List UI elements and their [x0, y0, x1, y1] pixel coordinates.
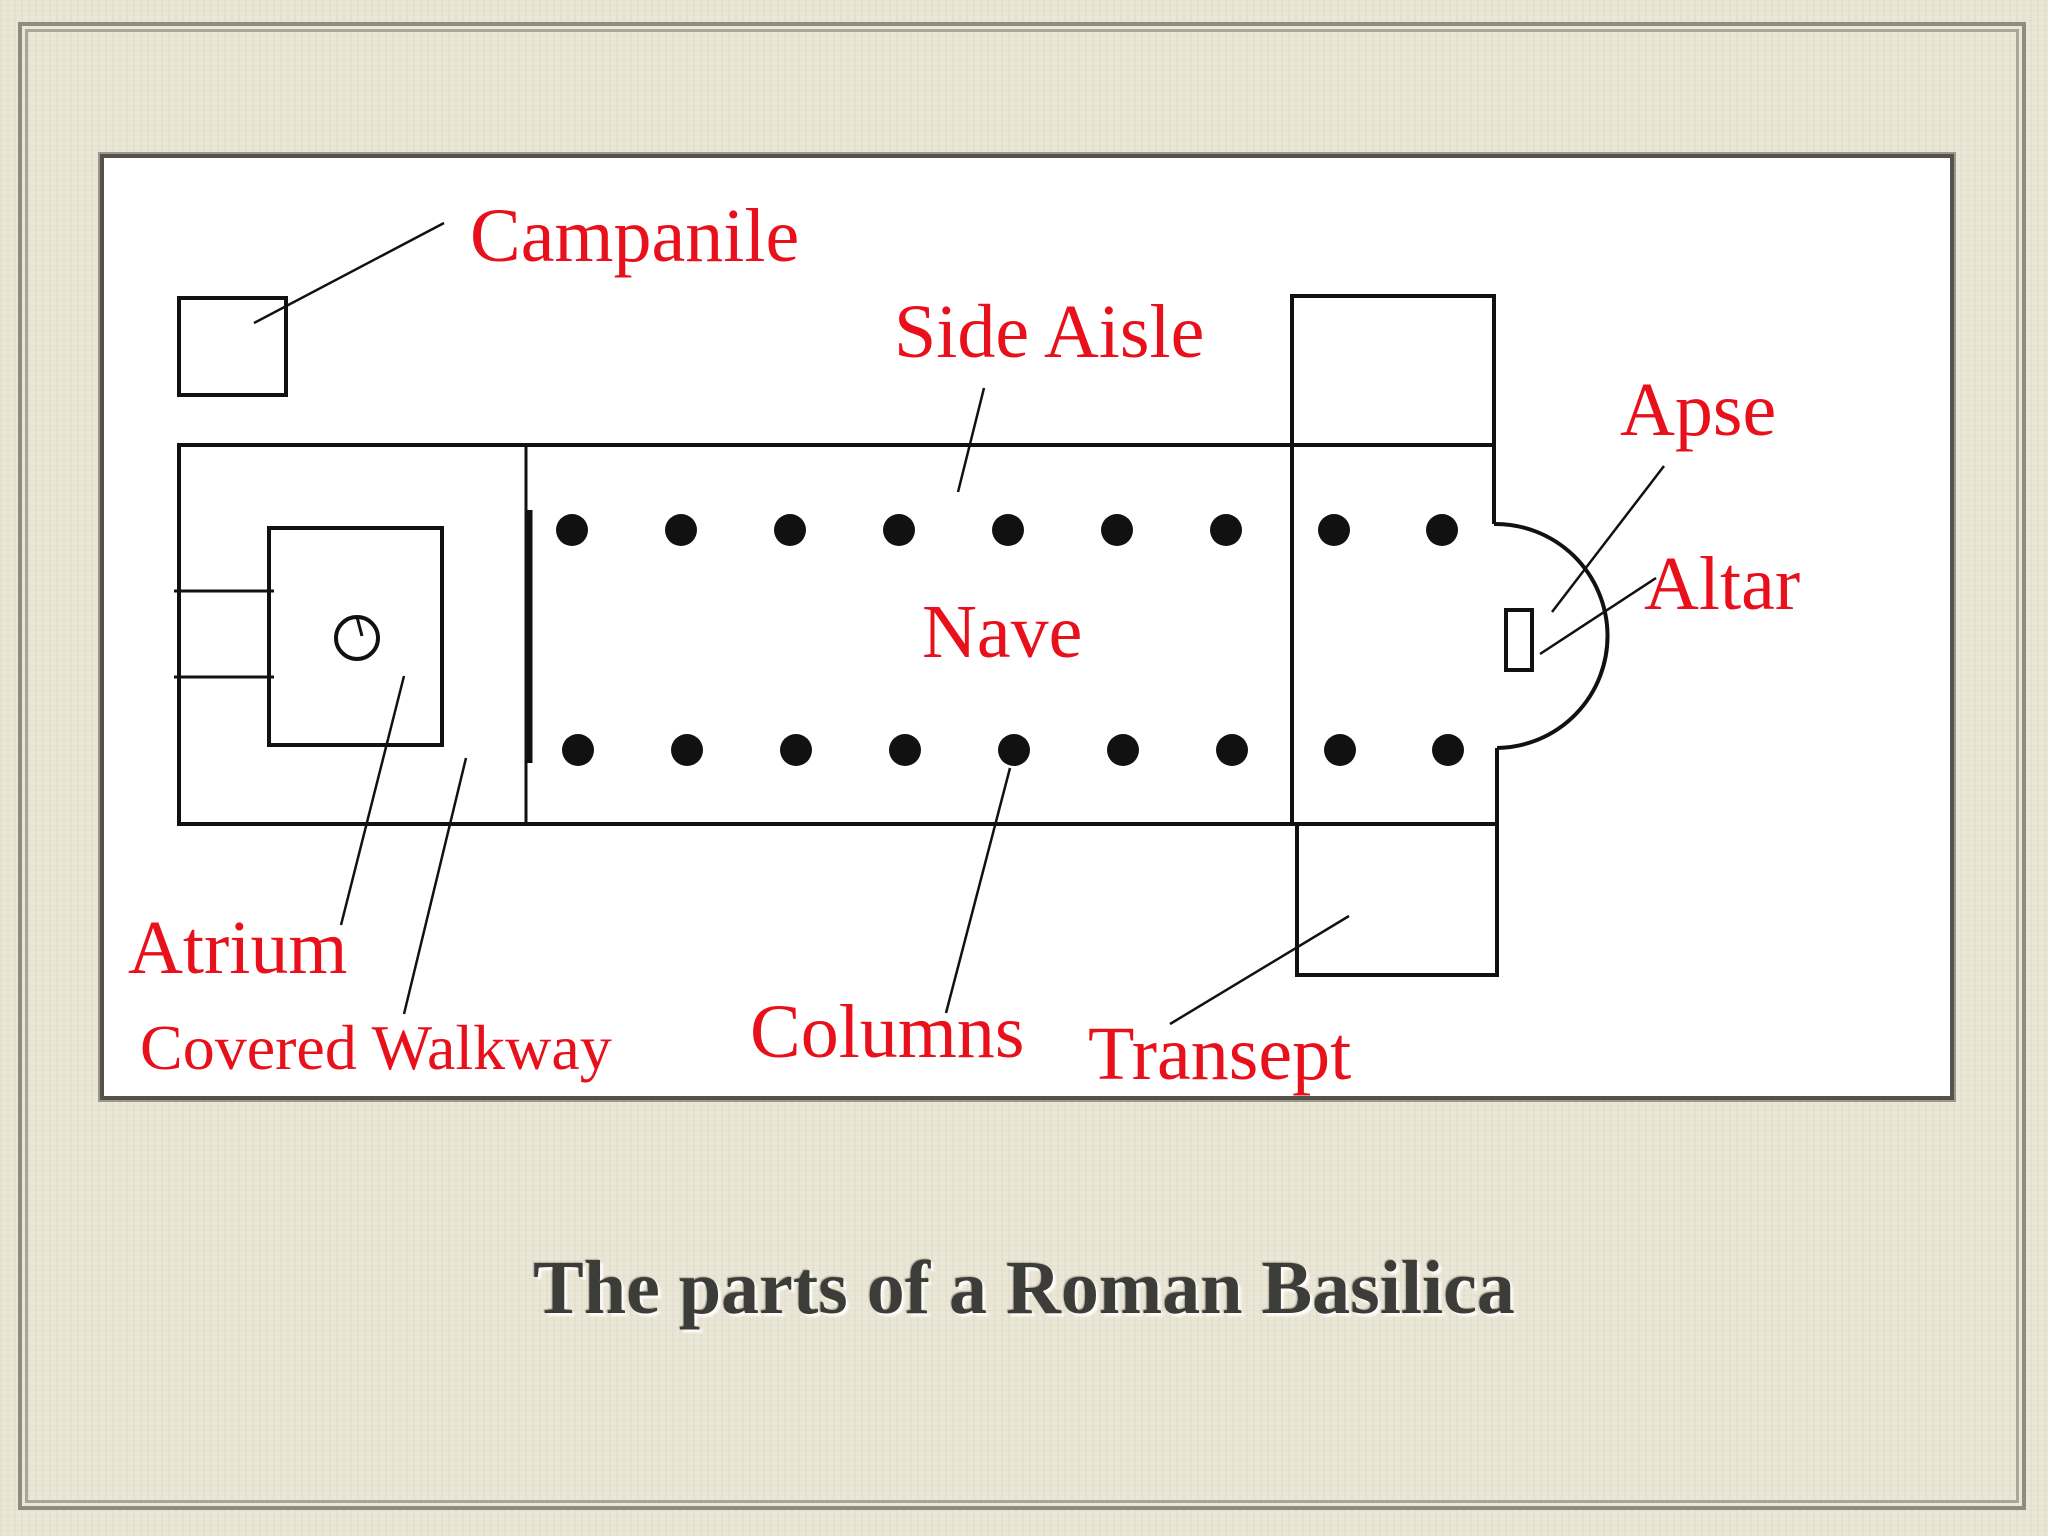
altar-leader	[1539, 576, 1657, 656]
transept-leader	[1169, 914, 1350, 1026]
transept-top-outline	[1290, 294, 1496, 445]
columns-label: Columns	[750, 990, 1025, 1074]
apse-outline	[1493, 521, 1610, 750]
side-aisle-label: Side Aisle	[894, 290, 1205, 374]
leader-lines	[253, 221, 1665, 1026]
campanile-leader	[253, 221, 445, 325]
transept-label: Transept	[1088, 1012, 1352, 1096]
altar-label: Altar	[1644, 542, 1801, 626]
nave-label: Nave	[922, 590, 1083, 674]
columns-group	[556, 514, 1464, 766]
slide-title: The parts of a Roman Basilica	[533, 1246, 1515, 1330]
basilica-floor-plan	[174, 221, 1665, 1026]
slide-border	[18, 22, 2026, 1510]
atrium-outline	[267, 526, 444, 747]
atrium-leader	[339, 675, 406, 926]
atrium-label: Atrium	[128, 906, 348, 990]
apse-label: Apse	[1620, 368, 1777, 452]
main-body-outline	[177, 443, 1294, 826]
apse-leader	[1551, 465, 1665, 613]
covered-walkway-label: Covered Walkway	[140, 1012, 612, 1083]
atrium-fountain	[334, 615, 380, 661]
campanile-outline	[177, 296, 288, 397]
floor-plan-figure: Campanile Side Aisle Apse Altar Nave Atr…	[100, 154, 1954, 1100]
altar-outline	[1504, 608, 1534, 672]
side-aisle-leader	[956, 387, 986, 493]
covered-walkway-leader	[402, 757, 468, 1015]
campanile-label: Campanile	[470, 194, 800, 278]
columns-leader	[944, 767, 1012, 1014]
transept-bottom-outline	[1295, 824, 1499, 977]
